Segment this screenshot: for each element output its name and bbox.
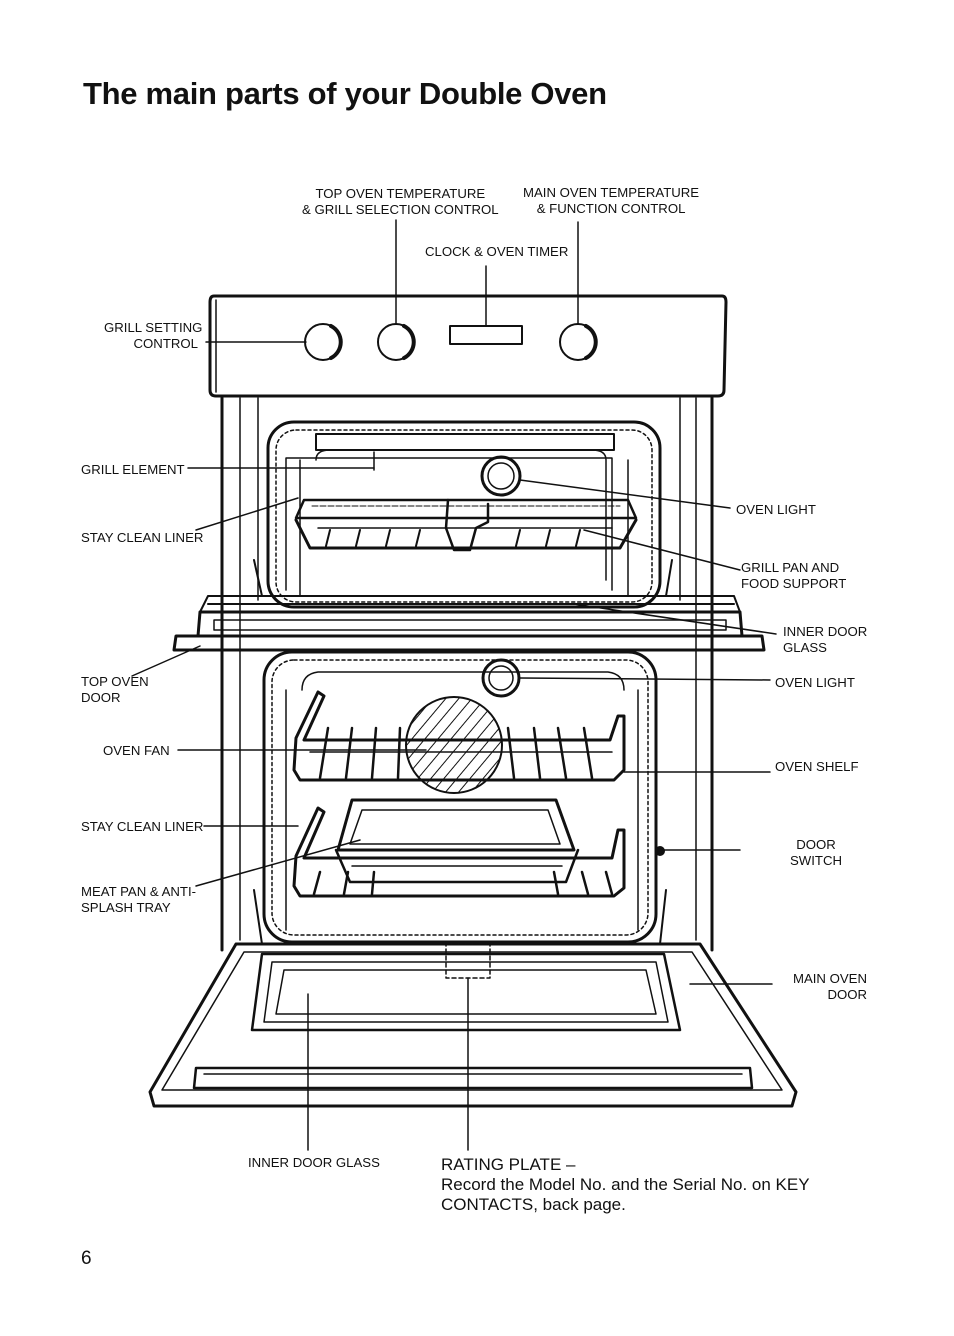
label-oven-fan: OVEN FAN	[103, 743, 170, 758]
clock-display	[449, 325, 523, 345]
label-stay-clean-liner-main: STAY CLEAN LINER	[81, 819, 204, 834]
label-inner-door-glass-bottom: INNER DOOR GLASS	[248, 1155, 380, 1170]
rating-plate-note: RATING PLATE – Record the Model No. and …	[441, 1155, 810, 1214]
page-title: The main parts of your Double Oven	[83, 76, 607, 111]
lower-shelf	[292, 806, 626, 898]
main-oven-knob	[559, 323, 598, 361]
label-main-oven-temperature: MAIN OVEN TEMPERATURE& FUNCTION CONTROL	[523, 185, 700, 216]
label-top-oven-temperature: TOP OVEN TEMPERATURE& GRILL SELECTION CO…	[302, 186, 499, 217]
oven-shelf	[292, 690, 626, 782]
top-oven-cavity	[266, 420, 662, 609]
page-number: 6	[81, 1248, 92, 1269]
main-oven-cavity	[262, 650, 658, 944]
top-oven-light	[480, 455, 522, 497]
main-oven-light	[481, 658, 521, 698]
label-oven-light-main: OVEN LIGHT	[775, 675, 855, 690]
label-clock: CLOCK & OVEN TIMER	[425, 244, 569, 259]
oven-fan	[405, 696, 503, 794]
control-panel	[208, 294, 728, 398]
label-oven-shelf: OVEN SHELF	[775, 759, 859, 774]
label-grill-element: GRILL ELEMENT	[81, 462, 185, 477]
main-oven-door	[148, 889, 798, 1108]
meat-pan	[334, 798, 580, 884]
grill-pan	[294, 498, 638, 552]
label-meat-pan: MEAT PAN & ANTI-SPLASH TRAY	[81, 884, 197, 915]
label-oven-light-top: OVEN LIGHT	[736, 502, 816, 517]
label-stay-clean-liner-top: STAY CLEAN LINER	[81, 530, 204, 545]
top-oven-door	[172, 559, 766, 652]
leader-lines	[131, 219, 777, 1151]
top-oven-knob	[377, 323, 416, 361]
grill-setting-knob	[304, 323, 343, 361]
door-switch	[655, 846, 665, 856]
